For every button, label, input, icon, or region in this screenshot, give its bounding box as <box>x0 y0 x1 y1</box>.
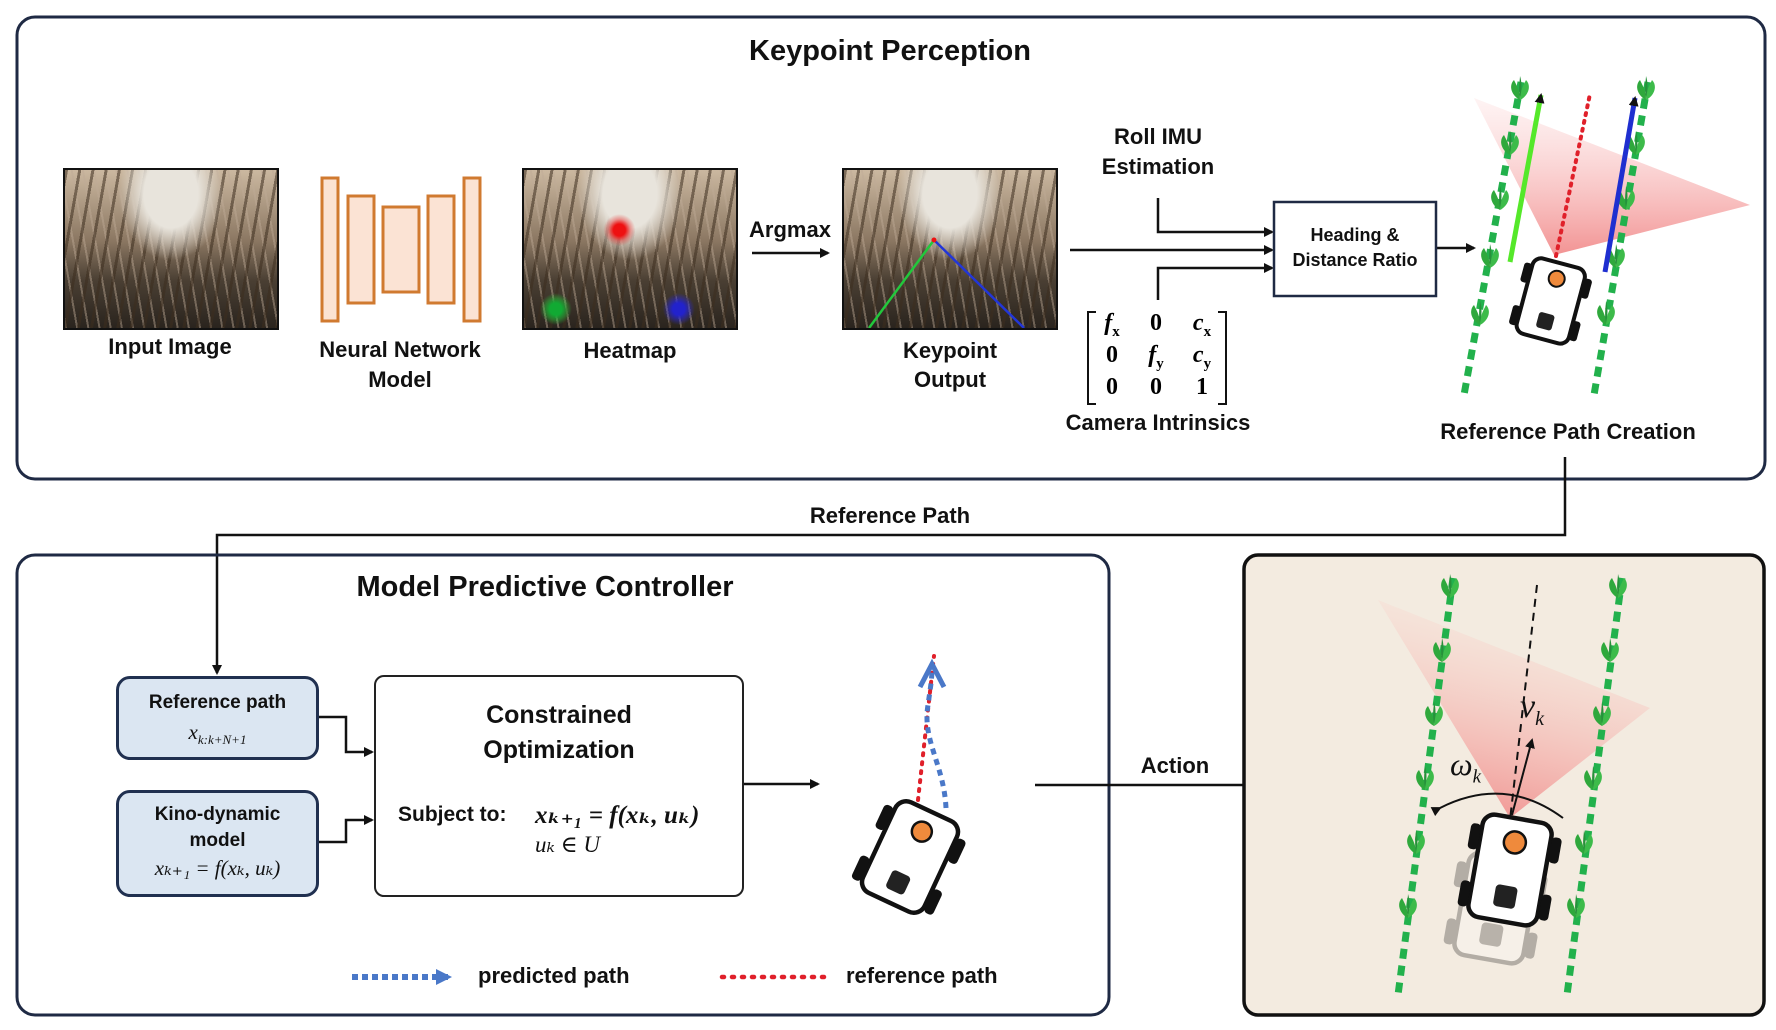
left-crop-row <box>1460 81 1525 396</box>
kino-box-math: xₖ₊₁ = f(xₖ, uₖ) <box>154 856 281 880</box>
v-sub: k <box>1535 707 1544 730</box>
camera-fov <box>1474 98 1750 255</box>
red-reference-dotted <box>1554 92 1592 258</box>
reference-path-connector <box>212 457 1567 675</box>
legend-predicted-label: predicted path <box>478 963 630 988</box>
nn-label-1: Neural Network <box>319 337 481 362</box>
m-r3c3: 1 <box>1196 374 1208 400</box>
m-r1c3-sub: x <box>1203 323 1212 340</box>
ref-path-box-math: xk:k+N+1 <box>116 720 319 748</box>
opt-title-line2: Optimization <box>483 736 635 764</box>
heatmap-label: Heatmap <box>583 338 677 363</box>
heading-label-1: Heading & <box>1310 225 1400 245</box>
argmax-label: Argmax <box>749 217 831 242</box>
predicted-path-arrowhead <box>917 658 947 689</box>
heading-distance-box <box>1272 200 1438 298</box>
ref-path-box-title: Reference path <box>148 692 287 713</box>
angular-velocity-arc <box>1430 792 1564 819</box>
right-crop-row <box>1590 81 1652 396</box>
legend-reference-label: reference path <box>846 963 998 988</box>
w-sub: k <box>1472 766 1482 788</box>
reference-path-creation-label: Reference Path Creation <box>1440 419 1696 444</box>
m-r2c1: 0 <box>1106 342 1118 368</box>
keypoint-label-1: Keypoint <box>902 338 998 363</box>
m-r2c2: f <box>1148 342 1157 368</box>
nn-label-2: Model <box>368 367 432 392</box>
action-center-dashed <box>1509 584 1538 821</box>
m-r2c3: c <box>1192 342 1204 368</box>
ref-path-math-x: x <box>188 720 198 744</box>
constraint-2: uₖ ∈ U <box>535 832 601 857</box>
w-symbol: ω <box>1450 746 1473 782</box>
input-image <box>63 168 279 330</box>
predicted-path-dotted <box>924 667 949 809</box>
keypoint-lines <box>867 237 1025 328</box>
m-r2c2-sub: y <box>1156 355 1164 372</box>
reference-path-creation-illustration <box>1460 76 1750 396</box>
m-r3c1: 0 <box>1106 374 1118 400</box>
action-label: Action <box>1140 753 1210 778</box>
reference-path-pill <box>116 676 319 760</box>
constrained-optimization-box <box>374 675 744 897</box>
v-symbol: v <box>1520 688 1536 725</box>
m-r1c1-sub: x <box>1112 323 1120 340</box>
camera-intrinsics-label: Camera Intrinsics <box>1065 410 1251 435</box>
robot-icon-action <box>1457 812 1562 928</box>
velocity-arrow <box>1511 738 1535 816</box>
green-heading-arrow <box>1507 93 1545 263</box>
neural-network-icon <box>320 176 482 323</box>
m-r3c2: 0 <box>1150 374 1162 400</box>
m-r1c1: f <box>1104 310 1113 336</box>
velocity-label: vk <box>1520 688 1544 731</box>
m-r2c3-sub: y <box>1203 355 1212 372</box>
action-illustration <box>1378 574 1650 996</box>
inputs-to-heading-arrows <box>1070 198 1476 300</box>
keypoint-label-2: Output <box>913 367 987 392</box>
blue-heading-arrow <box>1602 96 1639 273</box>
mpc-robot-illustration <box>851 654 966 915</box>
kino-dynamic-pill <box>116 790 319 897</box>
m-r1c2: 0 <box>1150 310 1162 336</box>
subject-to-label: Subject to: <box>398 803 507 826</box>
kino-box-line1: Kino-dynamic <box>154 804 281 825</box>
m-r1c3: c <box>1192 310 1204 336</box>
keypoint-output-image <box>842 168 1058 330</box>
input-image-label: Input Image <box>108 334 232 359</box>
camera-matrix: fx 0 cx 0 fy cy 0 0 1 <box>1093 310 1223 406</box>
roll-imu-label-1: Roll IMU <box>1114 124 1202 149</box>
opt-title-line1: Constrained <box>486 701 632 729</box>
perception-panel <box>15 15 1767 481</box>
perception-title: Keypoint Perception <box>749 35 1031 67</box>
kino-box-line2: model <box>189 830 246 851</box>
reference-path-link-label: Reference Path <box>809 503 971 528</box>
ref-path-math-sub: k:k+N+1 <box>197 732 247 748</box>
heatmap-image <box>522 168 738 330</box>
matrix-brackets <box>1087 311 1227 405</box>
robot-icon-top <box>1509 256 1592 346</box>
angular-velocity-label: ωk <box>1450 746 1481 788</box>
constraint-1: xₖ₊₁ = f(xₖ, uₖ) <box>535 802 700 829</box>
roll-imu-label-2: Estimation <box>1101 154 1215 179</box>
heading-label-2: Distance Ratio <box>1292 250 1418 270</box>
mpc-title: Model Predictive Controller <box>356 571 734 603</box>
